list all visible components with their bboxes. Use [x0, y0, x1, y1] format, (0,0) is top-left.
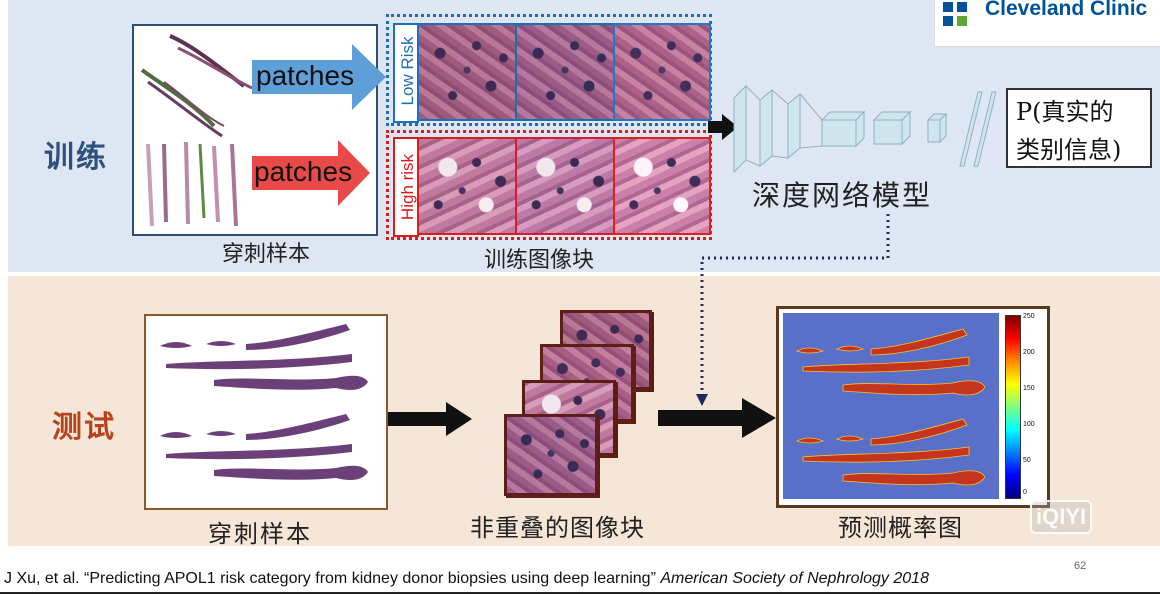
- citation: J Xu, et al. “Predicting APOL1 risk cate…: [4, 570, 929, 588]
- colorbar-tick-50: 50: [1023, 457, 1031, 464]
- low-risk-patches-label: patches: [256, 60, 355, 91]
- model-caption: 深度网络模型: [752, 179, 933, 212]
- probability-map: 250 200 150 100 50 0: [776, 306, 1050, 508]
- heatmap-biopsies: [795, 328, 986, 486]
- slide-to-patches-arrow: [388, 402, 472, 436]
- output-line-1: P(真实的: [1016, 98, 1114, 126]
- iqiyi-watermark: iQIYI: [1030, 500, 1093, 534]
- high-risk-patches-label: patches: [254, 156, 353, 187]
- colorbar-tick-200: 200: [1023, 349, 1035, 356]
- citation-text: J Xu, et al. “Predicting APOL1 risk cate…: [4, 570, 656, 587]
- cleveland-clinic-logo: Cleveland Clinic: [934, 0, 1160, 47]
- training-label: 训练: [44, 140, 108, 175]
- slide-number: 62: [1074, 560, 1087, 572]
- to-network-arrow: [708, 114, 738, 140]
- testing-label: 测试: [52, 410, 116, 445]
- training-biopsy-sample-box: [132, 24, 378, 236]
- colorbar-tick-150: 150: [1023, 385, 1035, 392]
- low-risk-patches-group: Low Risk: [386, 14, 712, 126]
- high-risk-label: High risk: [393, 137, 419, 237]
- testing-sample-caption: 穿刺样本: [208, 520, 312, 548]
- model-to-test-connector: [696, 214, 890, 406]
- output-line-2: 类别信息): [1016, 136, 1122, 164]
- output-probability-box: P(真实的 类别信息): [1006, 88, 1152, 168]
- low-risk-label: Low Risk: [393, 23, 419, 123]
- low-risk-patch-1: [417, 23, 517, 121]
- probability-map-heatmap: [783, 313, 999, 499]
- high-risk-patch-2: [515, 137, 615, 235]
- probability-map-caption: 预测概率图: [838, 514, 963, 542]
- training-sample-caption: 穿刺样本: [222, 242, 311, 267]
- biopsy-cores-image: [140, 34, 253, 227]
- colorbar-tick-100: 100: [1023, 421, 1035, 428]
- slide-biopsies-image: [160, 324, 368, 480]
- colorbar-tick-0: 0: [1023, 489, 1027, 496]
- testing-biopsy-slide: [144, 314, 388, 510]
- low-risk-patch-3: [613, 23, 711, 121]
- high-risk-patch-3: [613, 137, 711, 235]
- logo-text: Cleveland Clinic: [985, 0, 1148, 20]
- colorbar-tick-250: 250: [1023, 313, 1035, 320]
- patches-to-map-arrow: [658, 398, 776, 438]
- low-risk-patches-arrow: [252, 44, 386, 110]
- testing-patches-caption: 非重叠的图像块: [470, 514, 645, 542]
- low-risk-patch-2: [515, 23, 615, 121]
- high-risk-patch-1: [417, 137, 517, 235]
- citation-journal: American Society of Nephrology: [660, 570, 889, 587]
- citation-year: 2018: [893, 570, 929, 587]
- training-patches-caption: 训练图像块: [484, 248, 595, 273]
- colorbar: [1005, 315, 1021, 499]
- stacked-patch-4: [504, 414, 598, 496]
- high-risk-patches-group: High risk: [386, 130, 712, 240]
- high-risk-patches-arrow: [252, 140, 370, 206]
- bottom-rule: [0, 592, 1160, 594]
- deep-network-icon: [733, 84, 997, 174]
- cleveland-clinic-mark-icon: [943, 2, 967, 26]
